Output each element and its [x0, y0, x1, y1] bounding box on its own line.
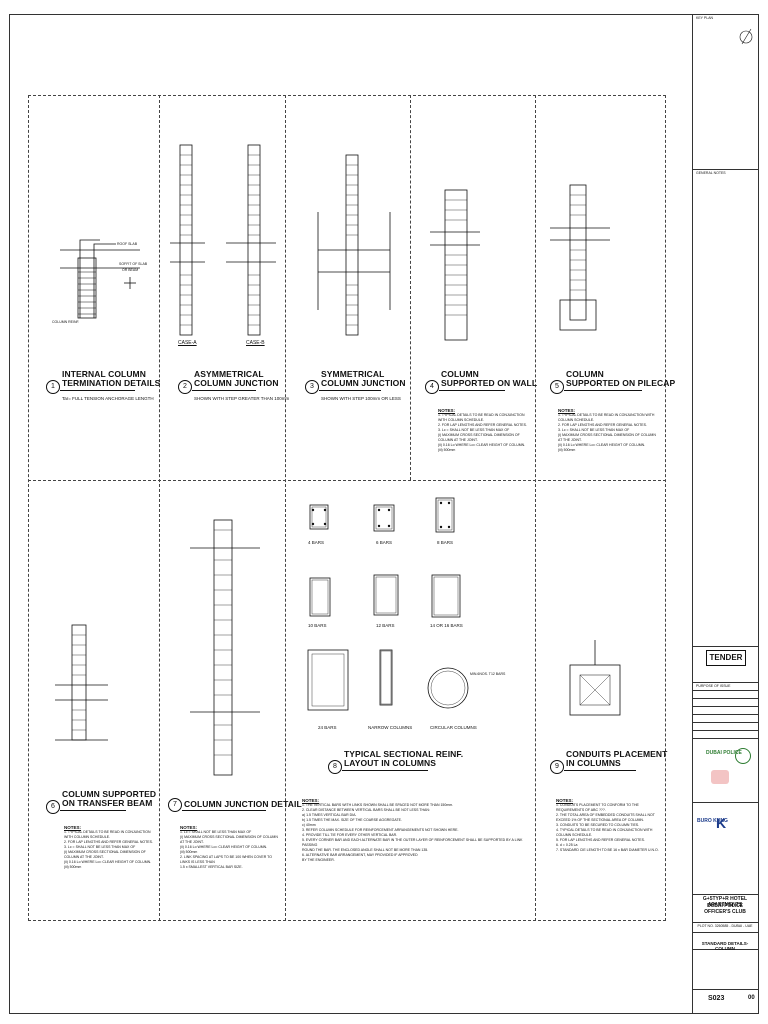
title-underline: [60, 390, 135, 391]
detail-title: COLUMN JUNCTION DETAIL: [184, 799, 302, 809]
notes-detail-4: NOTES: 1. TYPICAL DETAILS TO BE READ IN …: [438, 408, 527, 452]
detail-number: 4: [425, 380, 439, 394]
detail-title: TYPICAL SECTIONAL REINF.LAYOUT IN COLUMN…: [344, 749, 464, 768]
title-underline: [60, 810, 126, 811]
notes-detail-7: NOTES: 1. Lc = SHALL NOT BE LESS THAN MA…: [180, 825, 278, 869]
section-14-16-bars: 14 OR 16 BARS: [430, 623, 463, 628]
title-underline: [564, 770, 636, 771]
detail-subtitle: SHOWN WITH STEP 100mm OR LESS: [321, 396, 401, 401]
key-plan-label: KEY PLAN: [696, 16, 714, 20]
purpose-label: PURPOSE OF ISSUE: [696, 684, 731, 688]
title-underline: [319, 390, 381, 391]
plot-number: PLOT NO. 3260585 - DUBAI - UAE: [697, 924, 753, 928]
column-divider: [535, 95, 536, 921]
consultant-k-icon: K: [716, 815, 727, 831]
title-block: KEY PLAN GENERAL NOTES PURPOSE OF ISSUE: [692, 14, 759, 1014]
detail-number: 6: [46, 800, 60, 814]
notes-detail-8: NOTES: 1. THE VERTICAL BARS WITH LINKS S…: [302, 798, 523, 862]
detail-number: 7: [168, 798, 182, 812]
project-line-1: G+5TYP+R HOTEL APARTMENTS: [702, 896, 748, 908]
column-divider: [285, 95, 286, 921]
detail-number: 3: [305, 380, 319, 394]
section-12-bars: 12 BARS: [376, 623, 395, 628]
notes-detail-9: NOTES: 1. CONDUITS PLACEMENT TO CONFORM …: [556, 798, 659, 852]
detail-subtitle: Tar= FULL TENSION ANCHORAGE LENGTH: [62, 396, 154, 401]
section-circular: CIRCULAR COLUMNS: [430, 725, 477, 730]
notes-detail-5: NOTES: 1. TYPICAL DETAILS TO BE READ IN …: [558, 408, 656, 452]
title-underline: [192, 390, 256, 391]
section-4-bars: 4 BARS: [308, 540, 325, 545]
title-underline: [564, 390, 642, 391]
detail-number: 9: [550, 760, 564, 774]
detail-number: 2: [178, 380, 192, 394]
general-notes-label: GENERAL NOTES: [696, 171, 726, 175]
detail-number: 5: [550, 380, 564, 394]
police-logo: DUBAI POLICE: [706, 750, 742, 756]
section-24-bars: 24 BARS: [318, 725, 337, 730]
section-6-bars: 6 BARS: [376, 540, 393, 545]
column-divider: [410, 95, 411, 480]
row-divider: [28, 480, 666, 481]
emblem-icon: [735, 748, 751, 764]
drawing-title: STANDARD DETAILS-COLUMN: [701, 941, 749, 951]
title-underline: [182, 810, 266, 811]
or-beam-label: OR BEAM: [122, 268, 139, 272]
roof-slab-label: ROOF SLAB: [117, 242, 138, 246]
detail-number: 1: [46, 380, 60, 394]
section-10-bars: 10 BARS: [308, 623, 327, 628]
drawing-sheet: [9, 14, 759, 1014]
min-bars-label: MIN.6NOS. T12 BARS: [470, 672, 506, 676]
detail-subtitle: SHOWN WITH STEP GREATER THAN 100mm: [194, 396, 290, 401]
section-narrow: NARROW COLUMNS: [368, 725, 413, 730]
detail-number: 8: [328, 760, 342, 774]
club-logo-icon: [711, 770, 729, 784]
details-frame: [28, 95, 666, 921]
tender-stamp: TENDER: [706, 650, 746, 666]
case-b-label: CASE-B: [246, 340, 265, 346]
title-underline: [439, 390, 505, 391]
soffit-label: SOFFIT OF SLAB: [119, 262, 148, 266]
column-divider: [159, 95, 160, 921]
case-a-label: CASE-A: [178, 340, 197, 346]
project-line-2: DUBAI POLICE OFFICER'S CLUB: [704, 903, 746, 915]
column-reinf-label: COLUMN REINF.: [52, 320, 80, 324]
title-underline: [342, 770, 428, 771]
sheet-number: S023: [708, 995, 725, 1002]
notes-detail-6: NOTES: 1. TYPICAL DETAILS TO BE READ IN …: [64, 825, 153, 869]
consultant-logo: BURO KUNG: [697, 818, 728, 824]
section-8-bars: 8 BARS: [437, 540, 454, 545]
revision: 00: [748, 995, 755, 1001]
